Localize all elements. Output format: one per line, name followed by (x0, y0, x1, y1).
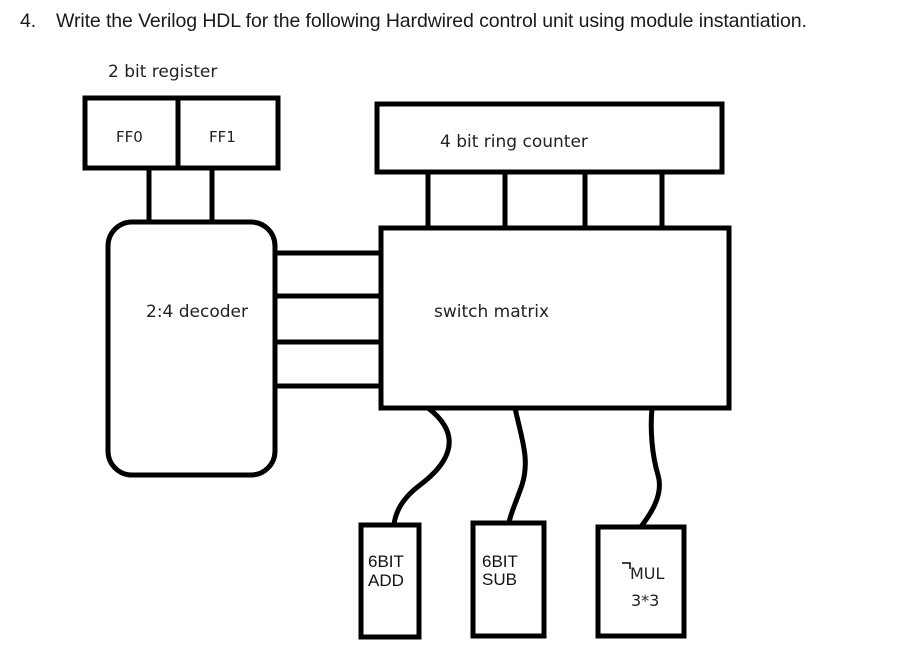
add-label-line2: ADD (368, 571, 404, 590)
mul-box (595, 524, 687, 639)
ring-counter-label: 4 bit ring counter (440, 132, 588, 152)
mul-tick-mark (622, 562, 631, 569)
sub-label-line1: 6BIT (482, 552, 518, 571)
matrix-to-add-wire (391, 406, 452, 526)
matrix-to-sub-wire (506, 407, 528, 524)
switch-matrix-box (378, 225, 732, 411)
mul-label-line2: 3*3 (631, 591, 659, 610)
add-box (358, 522, 422, 640)
sub-label-line2: SUB (482, 570, 517, 589)
register-box (82, 95, 281, 171)
register-caption: 2 bit register (108, 62, 217, 82)
decoder-box (105, 219, 278, 478)
question-text: 4. Write the Verilog HDL for the followin… (20, 10, 807, 33)
ff1-label: FF1 (209, 128, 236, 146)
add-label-line1: 6BIT (368, 552, 404, 571)
ring-counter-box (374, 101, 725, 175)
decoder-label: 2:4 decoder (146, 302, 248, 322)
mul-label-line1: MUL (630, 564, 665, 583)
ff0-label: FF0 (116, 128, 143, 146)
switch-matrix-label: switch matrix (434, 302, 549, 322)
question-number: 4. (20, 10, 37, 32)
sub-box (470, 520, 547, 639)
matrix-to-mul-wire (638, 407, 662, 530)
question-body: Write the Verilog HDL for the following … (56, 10, 807, 32)
